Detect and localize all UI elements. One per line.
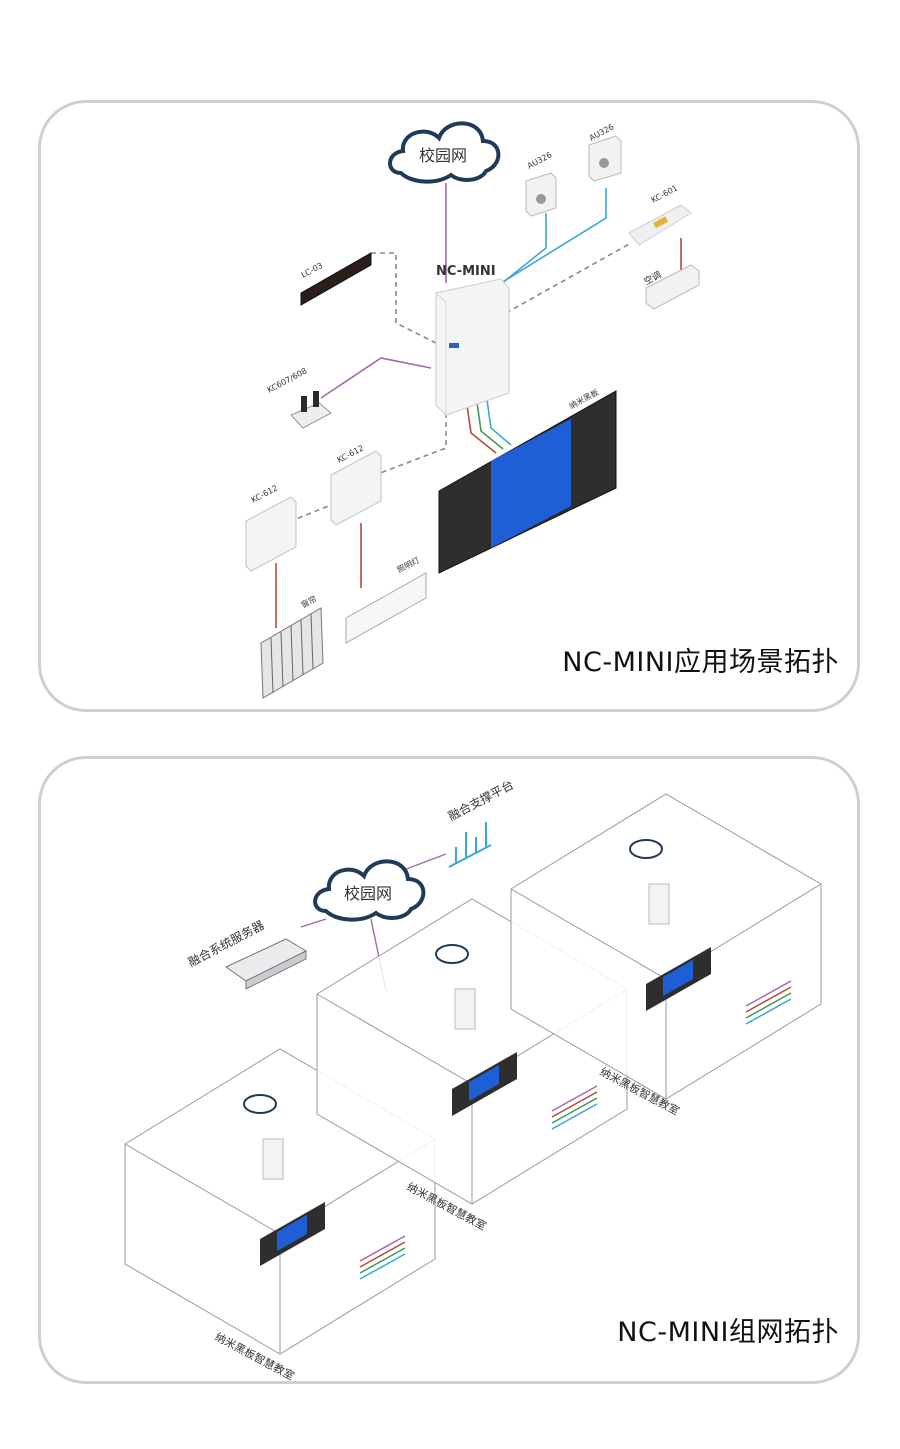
mini-screen-icon bbox=[277, 1215, 307, 1251]
mini-cloud-icon bbox=[435, 944, 469, 964]
scenario-topology-panel: 校园网 NC-MINI AU326 AU326 KC-601 bbox=[38, 100, 860, 712]
light-icon bbox=[345, 572, 427, 644]
mini-screen-icon bbox=[663, 960, 693, 996]
legend-line bbox=[745, 980, 792, 1007]
panel-a-icon bbox=[245, 496, 297, 572]
panel1-caption: NC-MINI应用场景拓扑 bbox=[562, 647, 839, 678]
panel2-caption: NC-MINI组网拓扑 bbox=[617, 1317, 839, 1348]
hub-to-speaker-a-line bbox=[495, 213, 547, 289]
cloud-label: 校园网 bbox=[419, 146, 467, 165]
hub-to-board-blue bbox=[485, 392, 512, 446]
legend-line bbox=[551, 1091, 598, 1118]
legend-line bbox=[551, 1103, 598, 1130]
ac-icon bbox=[645, 264, 700, 310]
hub-to-board-red bbox=[465, 397, 497, 454]
legend-line bbox=[745, 998, 792, 1025]
network-topology-diagram: 校园网 融合支撑平台 融合系统服务器 纳米黑板智慧教室 纳米黑板智慧教室 纳米黑… bbox=[124, 777, 822, 1381]
legend-line bbox=[745, 986, 792, 1013]
board-screen-icon bbox=[491, 419, 571, 548]
ir-controller: KC-601 bbox=[628, 183, 692, 246]
cloud-to-platform-line bbox=[400, 853, 447, 872]
air-conditioner: 空调 bbox=[642, 264, 700, 310]
room-box-outline bbox=[510, 793, 822, 1100]
mic-to-hub-line bbox=[320, 357, 432, 399]
hub-device-icon bbox=[435, 278, 510, 416]
mic-label: KC607/608 bbox=[266, 366, 309, 394]
light-label: 照明灯 bbox=[395, 555, 421, 575]
speaker-a-label: AU326 bbox=[526, 150, 554, 170]
legend-line bbox=[745, 992, 792, 1019]
speaker-b: AU326 bbox=[588, 122, 622, 182]
network-topology-panel: 校园网 融合支撑平台 融合系统服务器 纳米黑板智慧教室 纳米黑板智慧教室 纳米黑… bbox=[38, 756, 860, 1384]
hub-label: NC-MINI bbox=[436, 264, 496, 279]
server-to-cloud-line bbox=[300, 918, 327, 928]
hub-to-speaker-b-line bbox=[500, 188, 607, 284]
hub-logo-icon bbox=[449, 343, 459, 348]
led-to-hub-line bbox=[371, 252, 437, 344]
switch-panel-b: KC-612 bbox=[330, 443, 382, 526]
mini-hub-icon bbox=[262, 1138, 284, 1180]
mini-cloud-icon bbox=[243, 1094, 277, 1114]
mini-hub-icon bbox=[454, 988, 476, 1030]
legend-line bbox=[359, 1253, 406, 1280]
cloud-icon bbox=[313, 859, 426, 922]
support-platform: 融合支撑平台 bbox=[445, 777, 516, 868]
campus-network-cloud: 校园网 bbox=[388, 121, 501, 184]
fusion-server: 融合系统服务器 bbox=[185, 917, 308, 990]
legend-line bbox=[551, 1085, 598, 1112]
nano-blackboard: 纳米黑板 bbox=[438, 387, 617, 574]
mini-cloud-icon bbox=[629, 839, 663, 859]
connection-lines bbox=[275, 183, 682, 628]
legend-line bbox=[551, 1097, 598, 1124]
campus-network-cloud: 校园网 bbox=[313, 859, 426, 922]
hub-to-board-green bbox=[475, 394, 504, 450]
panel-a-label: KC-612 bbox=[250, 483, 279, 504]
mic-icon bbox=[301, 396, 307, 412]
classroom-room-3 bbox=[510, 793, 822, 1100]
nc-mini-hub: NC-MINI bbox=[435, 264, 510, 416]
scenario-topology-diagram: 校园网 NC-MINI AU326 AU326 KC-601 bbox=[245, 121, 700, 699]
panel-b-icon bbox=[330, 450, 382, 526]
led-label: LC-03 bbox=[300, 261, 325, 280]
ir-label: KC-601 bbox=[650, 183, 679, 204]
cloud-label: 校园网 bbox=[344, 884, 392, 903]
legend-line bbox=[359, 1247, 406, 1274]
curtain-label: 窗帘 bbox=[299, 593, 318, 609]
led-icon bbox=[300, 252, 372, 306]
speaker-a: AU326 bbox=[525, 150, 557, 217]
platform-label: 融合支撑平台 bbox=[445, 777, 516, 824]
platform-icon bbox=[448, 822, 492, 868]
cloud-icon bbox=[388, 121, 501, 184]
curtain: 窗帘 bbox=[260, 593, 324, 699]
mini-screen-icon bbox=[469, 1065, 499, 1101]
switch-panel-a: KC-612 bbox=[245, 483, 297, 572]
legend-line bbox=[359, 1241, 406, 1268]
mini-hub-icon bbox=[648, 883, 670, 925]
classroom-rooms bbox=[124, 793, 822, 1355]
led-display: LC-03 bbox=[300, 252, 372, 306]
legend-line bbox=[359, 1235, 406, 1262]
mic-base-icon bbox=[290, 402, 332, 429]
light-fixture: 照明灯 bbox=[345, 555, 427, 644]
hub-to-ir-line bbox=[505, 242, 632, 314]
